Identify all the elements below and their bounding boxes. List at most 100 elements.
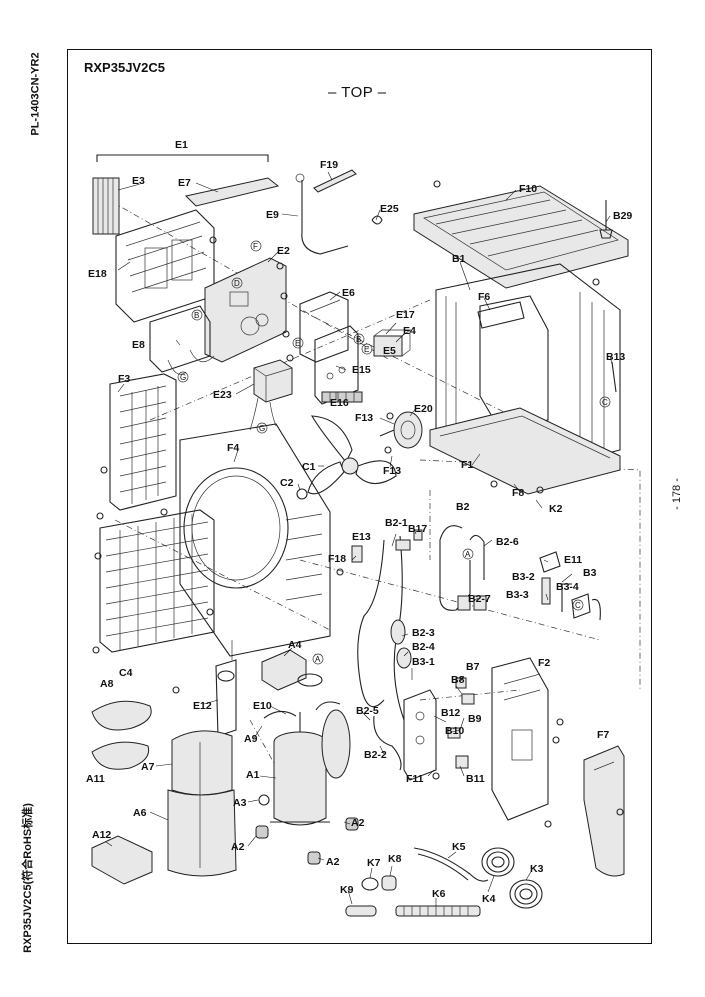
callout-c-2: C xyxy=(575,601,581,610)
label-e2: E2 xyxy=(277,245,290,257)
label-e5: E5 xyxy=(383,345,396,357)
label-a3: A3 xyxy=(233,797,247,809)
a2-cushion-rubbers xyxy=(255,817,359,865)
e4-relay xyxy=(373,329,412,357)
k4-drain-hose xyxy=(481,847,515,877)
label-a8: A8 xyxy=(100,678,114,690)
a6-a7-insulation xyxy=(167,730,237,877)
label-b2-5: B2-5 xyxy=(356,705,379,717)
label-f8: F8 xyxy=(512,487,524,499)
label-a1: A1 xyxy=(246,769,260,781)
e3-heatsink xyxy=(92,177,120,235)
label-k3: K3 xyxy=(530,863,544,875)
k7-ring xyxy=(361,877,379,891)
label-a6: A6 xyxy=(133,807,147,819)
label-a2-left: A2 xyxy=(231,841,245,853)
label-b3: B3 xyxy=(583,567,597,579)
e8-terminal-board xyxy=(149,305,215,375)
screws xyxy=(92,180,624,828)
label-e6: E6 xyxy=(342,287,355,299)
label-b3-4: B3-4 xyxy=(556,581,579,593)
label-e9: E9 xyxy=(266,209,279,221)
label-c1: C1 xyxy=(302,461,316,473)
f2-side-panel xyxy=(491,657,549,821)
callout-a: A xyxy=(465,550,471,559)
label-a4: A4 xyxy=(288,639,302,651)
label-a11: A11 xyxy=(86,773,105,785)
part-labels: E1 E3 E7 E18 E2 E8 E6 E17 E4 E5 E15 E16 … xyxy=(86,139,632,905)
label-e10: E10 xyxy=(253,700,272,712)
drawing-frame xyxy=(67,49,652,944)
label-b3-2: B3-2 xyxy=(512,571,535,583)
e9-thermistor xyxy=(301,180,349,255)
label-a12: A12 xyxy=(92,829,111,841)
label-f3: F3 xyxy=(118,373,130,385)
label-c2: C2 xyxy=(280,477,294,489)
a1-compressor xyxy=(270,701,351,826)
b29-sensor xyxy=(599,200,613,239)
label-f4: F4 xyxy=(227,442,239,454)
f1-base-plate xyxy=(429,407,621,495)
label-a7: A7 xyxy=(141,761,155,773)
k9-sleeve xyxy=(345,905,377,917)
a4-oval-cover xyxy=(297,673,323,687)
a11-pad xyxy=(91,741,150,770)
label-e20: E20 xyxy=(414,403,433,415)
label-b13: B13 xyxy=(606,351,625,363)
e1-bracket xyxy=(96,154,269,162)
callout-a-2: A xyxy=(315,655,321,664)
label-k4: K4 xyxy=(482,893,496,905)
k6-insulation-tube xyxy=(395,905,481,917)
label-b29: B29 xyxy=(613,210,632,222)
f10-top-panel xyxy=(413,185,629,289)
a9-terminal xyxy=(263,710,297,719)
label-a9: A9 xyxy=(244,733,258,745)
f3-rear-grille xyxy=(109,373,177,511)
label-e16: E16 xyxy=(330,397,349,409)
label-e18: E18 xyxy=(88,268,107,280)
callout-g: G xyxy=(180,373,186,382)
label-b1: B1 xyxy=(452,253,466,265)
label-e11: E11 xyxy=(564,554,582,566)
label-f2: F2 xyxy=(538,657,550,669)
f11-valve-plate xyxy=(403,689,437,781)
label-e4: E4 xyxy=(403,325,416,337)
callout-b: B xyxy=(194,311,199,320)
callout-c: C xyxy=(602,398,608,407)
label-f6: F6 xyxy=(478,291,490,303)
label-e17: E17 xyxy=(396,309,415,321)
e12-bracket xyxy=(215,640,237,737)
label-k7: K7 xyxy=(367,857,381,869)
e16-terminal-strip xyxy=(321,391,363,403)
k5-wire-harness xyxy=(413,847,489,882)
a3-nut xyxy=(258,794,270,806)
model-title: RXP35JV2C5 xyxy=(84,60,165,75)
e15-terminal-plate xyxy=(314,325,359,405)
e6-bracket xyxy=(299,291,349,363)
c4-discharge-grille xyxy=(99,509,215,653)
callout-g-2: G xyxy=(259,424,265,433)
callout-e: E xyxy=(295,339,300,348)
label-f18: F18 xyxy=(328,553,346,565)
label-k2: K2 xyxy=(549,503,563,515)
label-e23: E23 xyxy=(213,389,232,401)
label-a2-right: A2 xyxy=(351,817,365,829)
label-f13-bottom: F13 xyxy=(383,465,401,477)
f7-stop-valve-cover xyxy=(583,745,625,877)
b13-thermistor xyxy=(611,361,617,393)
label-e1: E1 xyxy=(175,139,188,151)
label-a2-bottom: A2 xyxy=(326,856,340,868)
label-e8: E8 xyxy=(132,339,145,351)
callout-circles: F D B G E B E G C A C A xyxy=(177,240,611,665)
a8-pad xyxy=(91,700,152,731)
label-k9: K9 xyxy=(340,884,354,896)
label-f13-top: F13 xyxy=(355,412,373,424)
c1-propeller-fan xyxy=(307,415,397,495)
label-b2-3: B2-3 xyxy=(412,627,435,639)
f6-partition xyxy=(477,301,525,329)
b3-valve-assembly xyxy=(539,551,601,621)
label-b2-2: B2-2 xyxy=(364,749,387,761)
label-b2-4: B2-4 xyxy=(412,641,435,653)
stop-valves xyxy=(447,677,475,769)
